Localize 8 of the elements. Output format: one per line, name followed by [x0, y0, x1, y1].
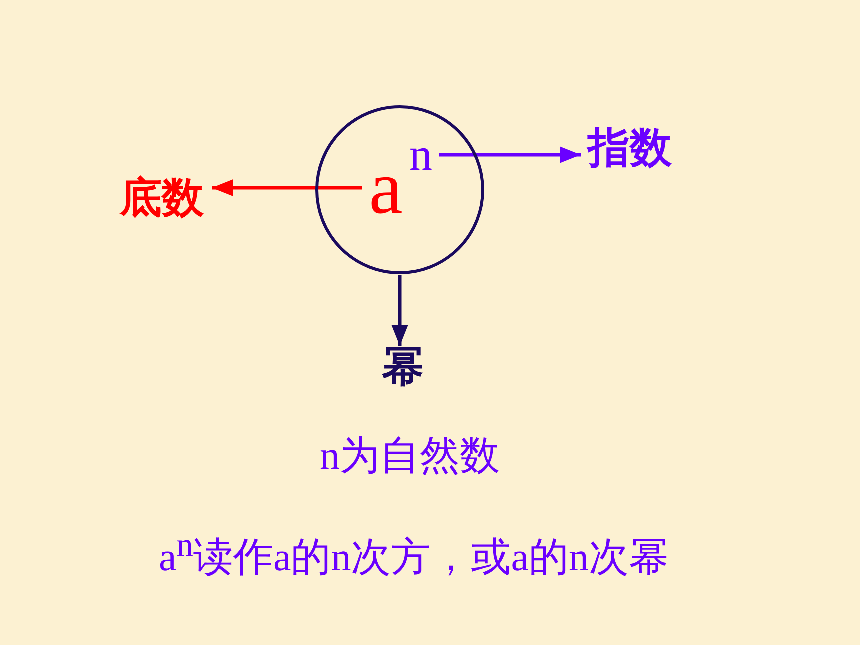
node-text: 底数: [112, 178, 212, 220]
arrow: [439, 146, 581, 164]
arrow: [212, 180, 362, 196]
note-text: n为自然数: [320, 436, 500, 476]
note-text: a$^{n}$读作a的n次方，或a的n次幂: [159, 529, 669, 578]
node-text: 幂: [378, 346, 428, 390]
node-text: 指数: [581, 128, 679, 170]
arrow: [392, 275, 408, 346]
